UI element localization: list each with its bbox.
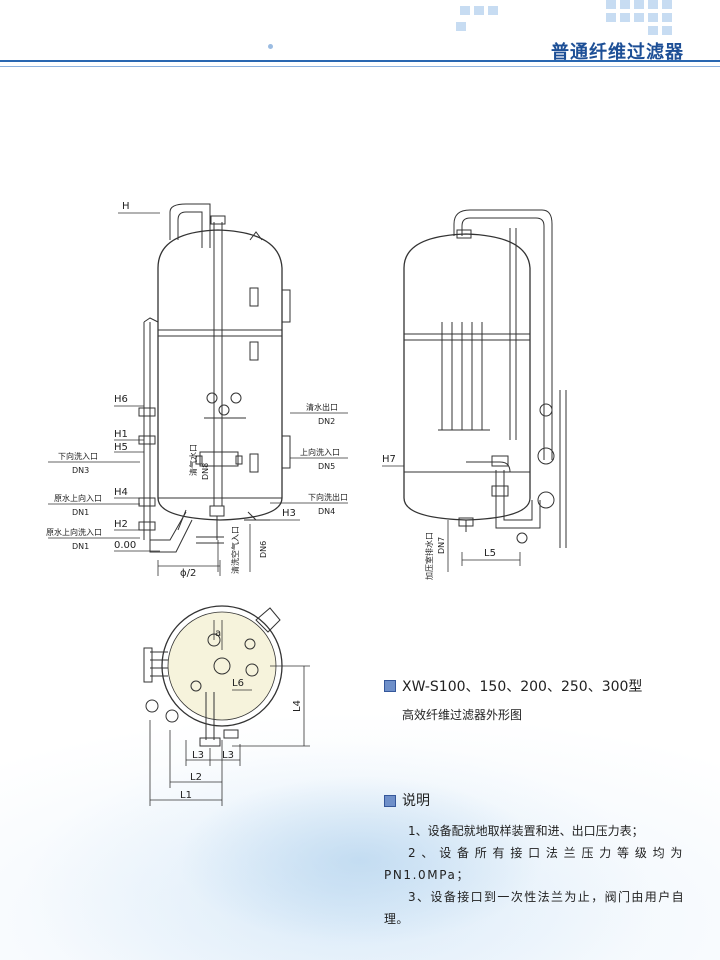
deco-square bbox=[662, 0, 672, 9]
port-label: 下向洗入口 bbox=[58, 451, 98, 461]
port-label: 原水上向洗入口 bbox=[46, 527, 102, 537]
port-dn: DN1 bbox=[72, 508, 89, 517]
page-title: 普通纤维过滤器 bbox=[551, 42, 684, 63]
drawing-subtitle: 高效纤维过滤器外形图 bbox=[402, 708, 523, 722]
port-dn: DN4 bbox=[318, 507, 335, 516]
deco-square bbox=[474, 6, 484, 15]
port-label: 清水出口 bbox=[306, 402, 338, 412]
dim-a: a bbox=[215, 628, 221, 639]
deco-square bbox=[662, 26, 672, 35]
deco-square bbox=[460, 6, 470, 15]
level-000: 0.00 bbox=[114, 540, 136, 551]
notes-heading: 说明 bbox=[402, 793, 430, 809]
front-view bbox=[138, 203, 291, 553]
dim-l4: L4 bbox=[292, 700, 303, 712]
header-rule-thin bbox=[0, 66, 720, 67]
deco-square bbox=[620, 0, 630, 9]
inner-label: DN6 bbox=[259, 541, 268, 558]
note-item: 2、设备所有接口法兰压力等级均为PN1.0MPa； bbox=[384, 846, 684, 882]
deco-square bbox=[488, 6, 498, 15]
inner-label: DN8 bbox=[201, 463, 210, 480]
inner-label: 清气水口 bbox=[188, 444, 198, 476]
level-h5: H5 bbox=[114, 442, 128, 453]
deco-square bbox=[634, 0, 644, 9]
port-dn: DN5 bbox=[318, 462, 335, 471]
level-h4: H4 bbox=[114, 487, 128, 498]
deco-square bbox=[456, 22, 466, 31]
side-view bbox=[382, 209, 567, 572]
port-dn: DN1 bbox=[72, 542, 89, 551]
side-labels: H7 L5 bbox=[382, 454, 496, 559]
level-markers bbox=[48, 212, 348, 576]
dim-l3: L3 bbox=[192, 750, 204, 761]
top-labels: a L6 L4 L3 L3 L2 L1 bbox=[180, 628, 303, 801]
deco-dot bbox=[268, 44, 273, 49]
port-label: 下向洗出口 bbox=[308, 492, 348, 502]
deco-square bbox=[620, 13, 630, 22]
level-h3: H3 bbox=[282, 508, 296, 519]
inner-label: 清洗空气入口 bbox=[230, 526, 240, 574]
dim-l3: L3 bbox=[222, 750, 234, 761]
inlet-label: 加压室排水口 bbox=[424, 532, 434, 580]
level-h6: H6 bbox=[114, 394, 128, 405]
port-dn: DN2 bbox=[318, 417, 335, 426]
dim-l6: L6 bbox=[232, 678, 244, 689]
deco-square bbox=[606, 0, 616, 9]
note-item: 3、设备接口到一次性法兰为止，阀门由用户自理。 bbox=[384, 890, 684, 926]
deco-square bbox=[648, 26, 658, 35]
level-h1: H1 bbox=[114, 429, 128, 440]
dim-l2: L2 bbox=[190, 772, 202, 783]
front-labels: H H6 H1 H5 H4 H2 0.00 H3 bbox=[114, 201, 296, 551]
level-h: H bbox=[122, 201, 130, 212]
deco-square bbox=[606, 13, 616, 22]
model-title: XW-S100、150、200、250、300型 bbox=[402, 679, 643, 695]
top-view bbox=[143, 605, 310, 806]
water-background bbox=[0, 560, 720, 960]
deco-square bbox=[648, 0, 658, 9]
port-label: 原水上向入口 bbox=[54, 493, 102, 503]
deco-square bbox=[634, 13, 644, 22]
port-label: 上向洗入口 bbox=[300, 447, 340, 457]
caption: XW-S100、150、200、250、300型 高效纤维过滤器外形图 bbox=[384, 676, 684, 723]
level-h7: H7 bbox=[382, 454, 396, 465]
notes-section: 说明 1、设备配就地取样装置和进、出口压力表； 2、设备所有接口法兰压力等级均为… bbox=[384, 790, 684, 930]
port-labels: 下向洗入口 DN3 原水上向入口 DN1 原水上向洗入口 DN1 清水出口 DN… bbox=[46, 402, 348, 574]
dim-l5: L5 bbox=[484, 548, 496, 559]
dim-l1: L1 bbox=[180, 790, 192, 801]
level-h2: H2 bbox=[114, 519, 128, 530]
deco-square bbox=[648, 13, 658, 22]
diameter-label: ϕ/2 bbox=[180, 568, 196, 579]
note-item: 1、设备配就地取样装置和进、出口压力表； bbox=[408, 824, 644, 838]
port-dn: DN3 bbox=[72, 466, 89, 475]
inlet-dn: DN7 bbox=[437, 537, 446, 554]
deco-square bbox=[662, 13, 672, 22]
bullet-square bbox=[384, 795, 396, 807]
header-rule bbox=[0, 60, 720, 62]
bullet-square bbox=[384, 680, 396, 692]
